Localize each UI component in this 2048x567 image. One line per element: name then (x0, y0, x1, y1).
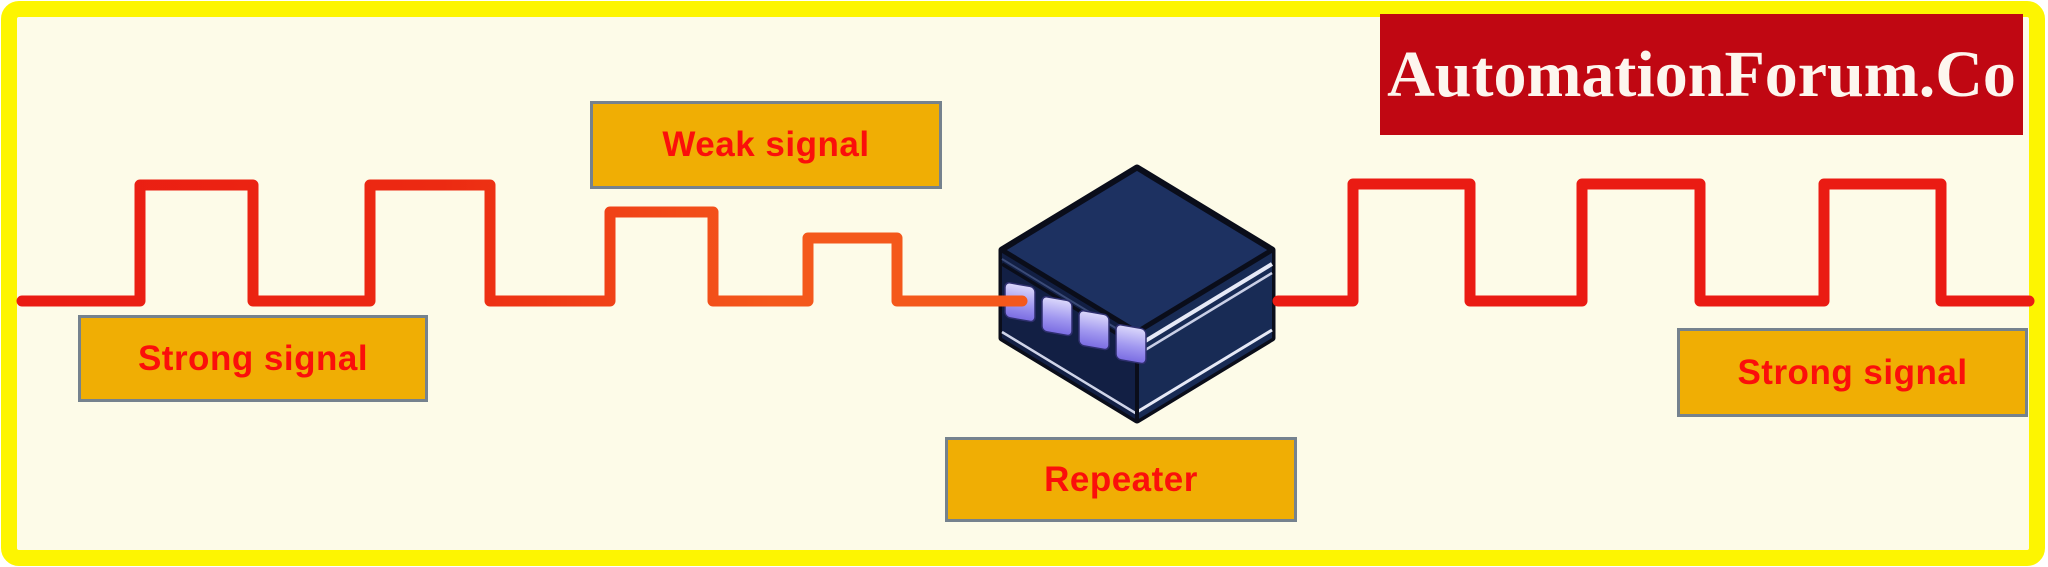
device-stripe (1136, 271, 1273, 357)
automationforum-logo: AutomationForum.Co (1380, 14, 2023, 135)
output-signal-wave (1272, 178, 2035, 307)
automationforum-logo-text: AutomationForum.Co (1387, 37, 2016, 111)
device-bottom-rim (1136, 328, 1273, 414)
repeater-label-text: Repeater (1044, 459, 1198, 499)
device-led (1078, 310, 1110, 351)
strong-signal-left-label-text: Strong signal (137, 338, 369, 378)
weak-signal-label-text: Weak signal (662, 125, 870, 164)
device-led (1115, 324, 1147, 365)
strong-signal-right-label-text: Strong signal (1737, 352, 1968, 392)
strong-signal-left-label: Strong signal (78, 315, 428, 402)
device-led (1041, 296, 1073, 337)
input-signal-wave (16, 179, 1028, 307)
weak-signal-label: Weak signal (590, 101, 942, 189)
device-seam-highlight (1001, 258, 1138, 342)
device-bottom-rim (1001, 330, 1138, 416)
repeater-label: Repeater (945, 437, 1297, 522)
repeater-device (998, 164, 1276, 424)
strong-signal-right-label: Strong signal (1677, 328, 2028, 417)
device-stripe (1135, 262, 1274, 348)
